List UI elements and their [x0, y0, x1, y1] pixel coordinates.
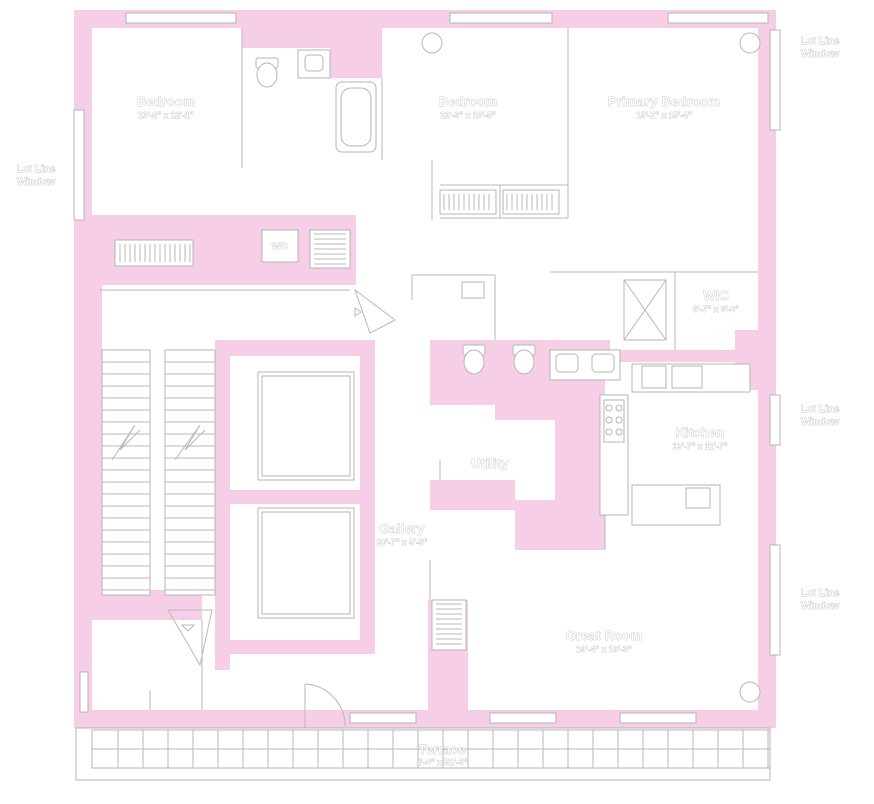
gallery-dim: 20'-7" x 5'-3" [377, 537, 428, 547]
kitchen-fixtures [599, 363, 751, 526]
lot-line-label-right-low-1: Lot Line [801, 588, 840, 599]
stairs [101, 349, 216, 596]
lot-line-label-left-2: Window [17, 177, 55, 188]
terrace [75, 727, 771, 781]
great-room-dim: 19'-4" x 19'-3" [576, 644, 632, 654]
lot-line-label-right-mid-1: Lot Line [801, 404, 840, 415]
terrace-dim: 4'-0" x 51'-3" [417, 757, 468, 767]
kitchen-name: Kitchen [675, 425, 724, 440]
lot-line-labels: Lot Line Window Lot Line Window Lot Line… [16, 36, 840, 612]
wic-dim: 6'-7" x 6'-0" [693, 304, 739, 314]
kitchen-dim: 13'-7" x 11'-7" [672, 441, 727, 451]
bedroom-left-dim: 13'-8" x 12'-1" [138, 110, 194, 120]
gallery-name: Gallery [379, 521, 425, 536]
terrace-name: Terrace [418, 742, 465, 757]
wic-name: WIC [703, 288, 729, 303]
bedroom-center-dim: 12'-9" x 10'-5" [440, 110, 496, 120]
room-labels: Bedroom 13'-8" x 12'-1" Bedroom 12'-9" x… [137, 94, 740, 768]
closets [114, 189, 560, 651]
lot-line-label-top-right-1: Lot Line [801, 36, 840, 47]
lot-line-label-right-low-2: Window [801, 601, 839, 612]
primary-bedroom-name: Primary Bedroom [608, 94, 720, 109]
walls [74, 10, 776, 728]
windows [73, 12, 781, 724]
bedroom-left-name: Bedroom [137, 94, 195, 109]
utility-name: Utility [471, 456, 509, 471]
lot-line-label-right-mid-2: Window [801, 417, 839, 428]
doors [167, 288, 396, 728]
partitions [100, 28, 758, 710]
primary-bedroom-dim: 15'-1" x 15'-4" [636, 110, 692, 120]
wd-label: W/D [272, 241, 289, 251]
bath-fixtures [255, 49, 667, 381]
great-room-name: Great Room [566, 628, 642, 643]
lot-line-label-left-1: Lot Line [17, 164, 56, 175]
elevators [257, 371, 355, 619]
lot-line-label-top-right-2: Window [801, 49, 839, 60]
bedroom-center-name: Bedroom [439, 94, 497, 109]
